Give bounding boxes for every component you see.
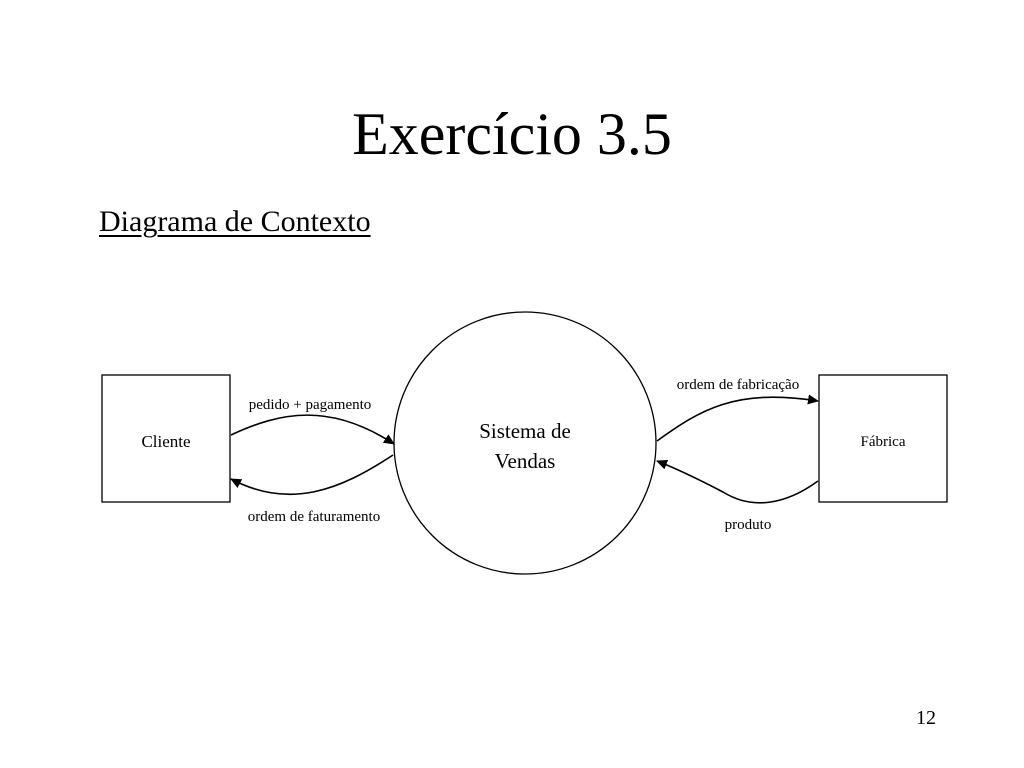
entity-cliente-box: [101, 374, 231, 503]
flow-ordem-fabricacao-label: ordem de fabricação: [677, 377, 799, 393]
process-label-line1: Sistema de: [479, 419, 571, 443]
process-sistema-de-vendas: Sistema de Vendas: [393, 311, 657, 575]
flow-ordem-faturamento-label: ordem de faturamento: [248, 509, 380, 525]
flow-ordem-fabricacao: ordem de fabricação: [656, 377, 819, 442]
entity-fabrica: Fábrica: [818, 374, 948, 503]
entity-fabrica-box: [818, 374, 948, 503]
flow-produto-arrow: [656, 459, 819, 504]
flow-produto: produto: [656, 459, 819, 533]
flow-ordem-faturamento-arrow: [230, 454, 394, 496]
slide-title: Exercício 3.5: [352, 101, 672, 167]
flow-pedido-pagamento: pedido + pagamento: [230, 397, 395, 445]
entity-cliente-label: Cliente: [141, 432, 190, 451]
process-circle: [393, 311, 657, 575]
diagram-subtitle: Diagrama de Contexto: [99, 205, 371, 238]
process-label-line2: Vendas: [495, 449, 556, 473]
flow-pedido-pagamento-arrow: [230, 414, 395, 445]
page-number: 12: [916, 707, 936, 729]
flow-ordem-faturamento: ordem de faturamento: [230, 454, 394, 525]
flow-pedido-pagamento-label: pedido + pagamento: [249, 397, 372, 413]
entity-fabrica-label: Fábrica: [861, 434, 906, 450]
flow-produto-label: produto: [725, 517, 772, 533]
entity-cliente: Cliente: [101, 374, 231, 503]
flow-ordem-fabricacao-arrow: [656, 394, 819, 442]
